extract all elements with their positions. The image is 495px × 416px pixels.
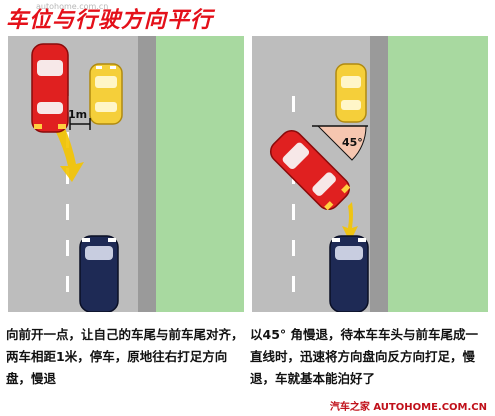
diagram-step-1-svg: 1m [31,36,244,312]
reverse-path-arrow [342,202,358,242]
grass-area [388,36,488,312]
page-title: 车位与行驶方向平行 [6,8,214,33]
parked-car-navy [329,235,369,312]
distance-indicator [69,118,91,130]
caption-step-1: 向前开一点，让自己的车尾与前车尾对齐，两车相距1米，停车，原地往右打足方向盘，慢… [6,327,244,386]
diagram-step-1: 1m [8,36,244,312]
parked-car-yellow [89,63,123,125]
curb [138,36,156,312]
parked-car-yellow [335,63,367,123]
angle-label: 45° [342,136,363,149]
own-car-red [269,129,351,211]
watermark-top: autohome.com.cn [36,2,109,11]
own-car-red [31,43,69,133]
parked-car-navy [79,235,119,312]
distance-label: 1m [68,108,87,121]
watermark-bottom: 汽车之家 AUTOHOME.COM.CN [329,402,487,413]
caption-step-2: 以45° 角慢退，待本车车头与前车尾成一直线时，迅速将方向盘向反方向打足，慢退，… [250,327,478,386]
curb [370,36,388,312]
lane-marking [292,96,295,292]
reverse-path-arrow [54,126,84,182]
diagram-step-2: 45° [252,36,488,312]
diagram-step-2-svg: 45° [269,36,488,312]
grass-area [156,36,244,312]
